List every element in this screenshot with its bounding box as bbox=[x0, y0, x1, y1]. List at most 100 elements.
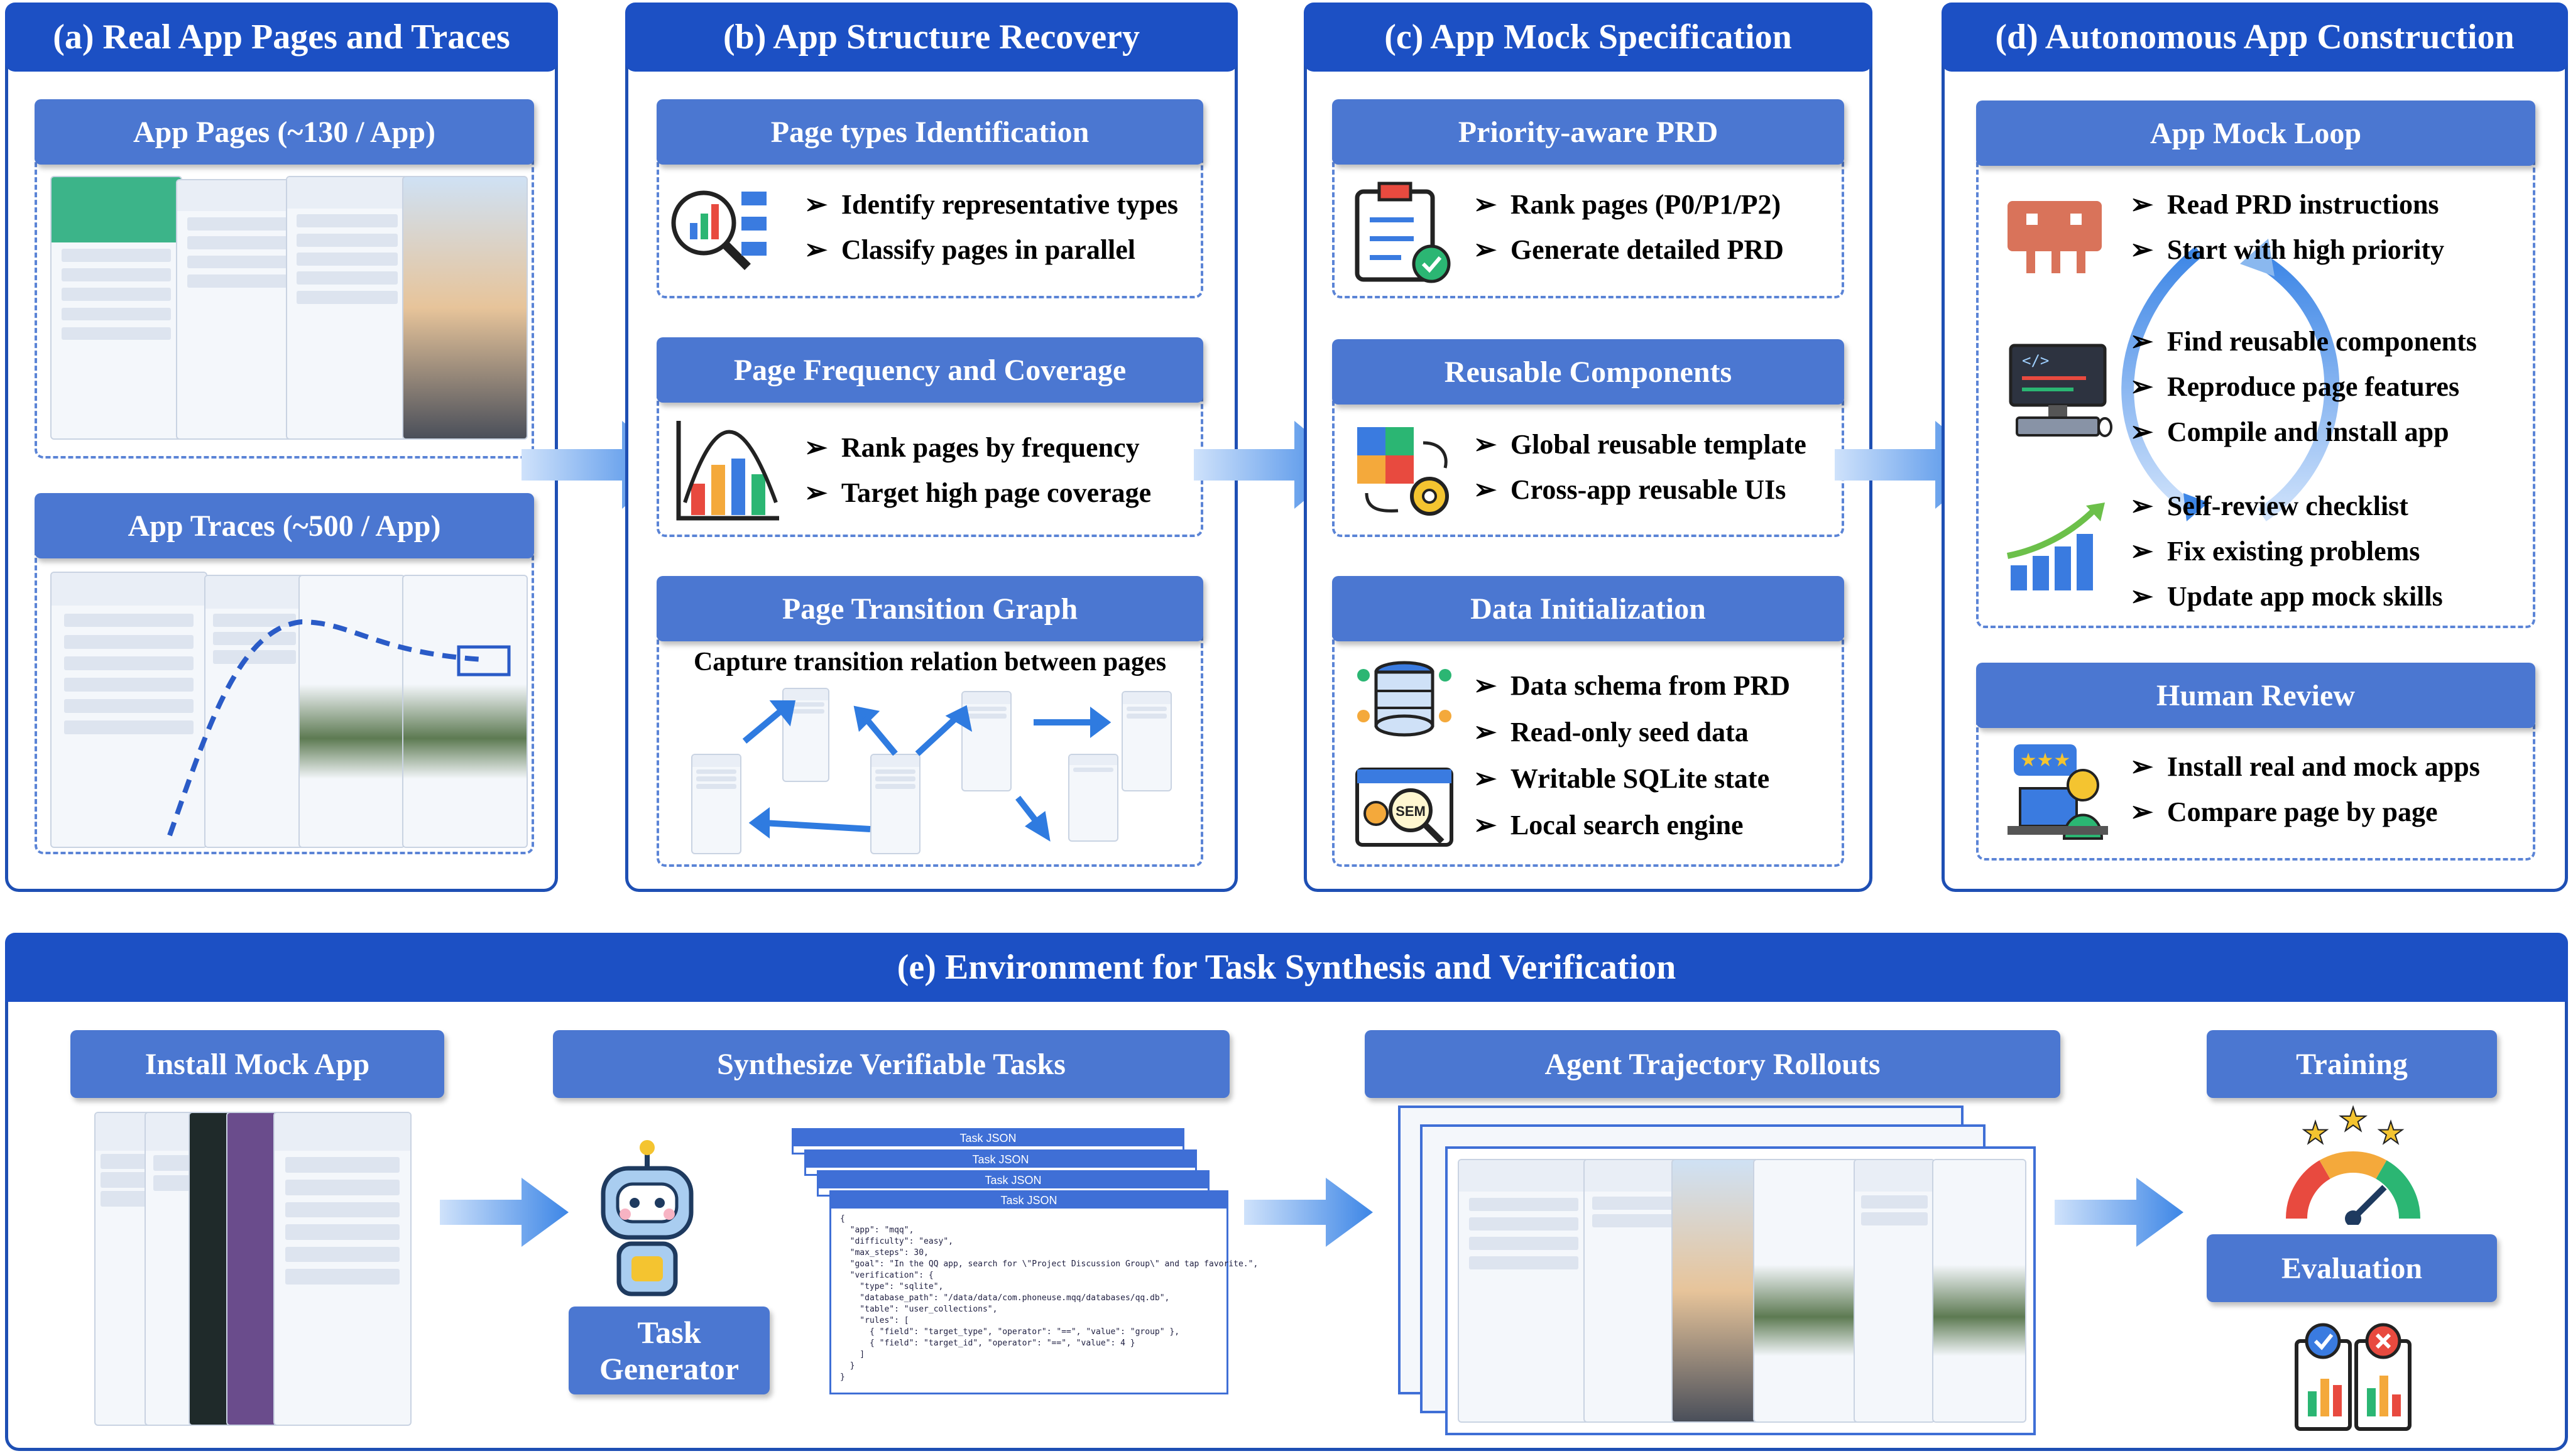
database-icon bbox=[1357, 661, 1451, 737]
trace-path bbox=[167, 619, 511, 837]
seo-search-icon: SEM bbox=[1355, 768, 1453, 847]
evaluation-label: Evaluation bbox=[2207, 1234, 2497, 1302]
svg-text:★: ★ bbox=[2377, 1117, 2404, 1150]
bullet-item: Data schema from PRD bbox=[1473, 663, 1790, 709]
evaluation-report-icon bbox=[2295, 1323, 2412, 1431]
prd-label: Priority-aware PRD bbox=[1332, 99, 1844, 165]
bullet-item: Read-only seed data bbox=[1473, 709, 1790, 756]
bullet-item: Update app mock skills bbox=[2130, 574, 2443, 619]
task-json-code: { "app": "mqq", "difficulty": "easy", "m… bbox=[840, 1214, 1259, 1382]
bullet-item: Global reusable template bbox=[1473, 422, 1806, 467]
graph-label: Page Transition Graph bbox=[657, 576, 1203, 641]
screenshot bbox=[1122, 691, 1172, 791]
graph-caption: Capture transition relation between page… bbox=[693, 648, 1167, 676]
panel-e-title: (e) Environment for Task Synthesis and V… bbox=[5, 933, 2568, 1002]
app-pages-label: App Pages (~130 / App) bbox=[35, 99, 534, 165]
clipboard-checklist-icon bbox=[1355, 182, 1451, 283]
bullet-item: Local search engine bbox=[1473, 802, 1790, 849]
svg-text:★: ★ bbox=[2339, 1102, 2368, 1138]
screenshot bbox=[286, 176, 408, 440]
human-review-bullets: Install real and mock apps Compare page … bbox=[2130, 744, 2480, 835]
panel-c-title: (c) App Mock Specification bbox=[1304, 3, 1872, 72]
bullet-item: Install real and mock apps bbox=[2130, 744, 2480, 790]
screenshot bbox=[1854, 1159, 1935, 1423]
screenshot bbox=[1458, 1159, 1590, 1423]
json-header: Task JSON bbox=[806, 1151, 1195, 1168]
bullet-item: Self-review checklist bbox=[2130, 484, 2443, 529]
components-bullets: Global reusable template Cross-app reusa… bbox=[1473, 422, 1806, 513]
bullet-item: Generate detailed PRD bbox=[1473, 227, 1784, 273]
frequency-bullets: Rank pages by frequency Target high page… bbox=[804, 425, 1151, 516]
bullet-item: Find reusable components bbox=[2130, 319, 2477, 364]
svg-text:★★★: ★★★ bbox=[2020, 750, 2071, 771]
screenshot bbox=[402, 176, 528, 440]
task-generator-label: Task Generator bbox=[569, 1307, 770, 1394]
screenshot bbox=[782, 688, 829, 782]
robot-icon bbox=[601, 1140, 694, 1296]
bullet-item: Rank pages by frequency bbox=[804, 425, 1151, 470]
bullet-item: Reproduce page features bbox=[2130, 364, 2477, 410]
svg-text:SEM: SEM bbox=[1396, 803, 1426, 819]
prd-bullets: Rank pages (P0/P1/P2) Generate detailed … bbox=[1473, 182, 1784, 273]
flow-arrow bbox=[440, 1178, 569, 1247]
flow-arrow bbox=[1244, 1178, 1373, 1247]
screenshot bbox=[1932, 1159, 2026, 1423]
loop-bullets-3: Self-review checklist Fix existing probl… bbox=[2130, 484, 2443, 619]
loop-bullets-1: Read PRD instructions Start with high pr… bbox=[2130, 182, 2444, 273]
json-header: Task JSON bbox=[831, 1192, 1226, 1209]
training-label: Training bbox=[2207, 1030, 2497, 1098]
bar-chart-icon bbox=[676, 421, 779, 521]
bullet-item: Compare page by page bbox=[2130, 790, 2480, 835]
bullet-item: Start with high priority bbox=[2130, 227, 2444, 273]
svg-text:</>: </> bbox=[2022, 352, 2049, 369]
install-label: Install Mock App bbox=[70, 1030, 444, 1098]
bullet-item: Rank pages (P0/P1/P2) bbox=[1473, 182, 1784, 227]
app-traces-label: App Traces (~500 / App) bbox=[35, 493, 534, 558]
screenshot bbox=[1583, 1159, 1684, 1423]
growth-chart-icon bbox=[2007, 503, 2105, 590]
bullet-item: Target high page coverage bbox=[804, 470, 1151, 516]
analytics-search-icon bbox=[671, 190, 767, 270]
page-types-bullets: Identify representative types Classify p… bbox=[804, 182, 1178, 273]
reviewer-icon: ★★★ bbox=[2008, 744, 2108, 840]
screenshot bbox=[870, 754, 920, 854]
screenshot bbox=[691, 754, 741, 854]
synthesize-label: Synthesize Verifiable Tasks bbox=[553, 1030, 1230, 1098]
screenshot bbox=[1671, 1159, 1759, 1423]
screenshot bbox=[176, 179, 302, 440]
bullet-item: Writable SQLite state bbox=[1473, 756, 1790, 802]
screenshot bbox=[1068, 754, 1118, 842]
rollouts-label: Agent Trajectory Rollouts bbox=[1365, 1030, 2060, 1098]
bullet-item: Identify representative types bbox=[804, 182, 1178, 227]
screenshot bbox=[961, 691, 1012, 791]
panel-d-title: (d) Autonomous App Construction bbox=[1942, 3, 2568, 72]
bullet-item: Cross-app reusable UIs bbox=[1473, 467, 1806, 513]
screenshot bbox=[1753, 1159, 1860, 1423]
bullet-item: Compile and install app bbox=[2130, 410, 2477, 455]
human-review-label: Human Review bbox=[1976, 663, 2535, 728]
gauge-stars-icon: ★ ★ ★ bbox=[2285, 1102, 2421, 1225]
frequency-label: Page Frequency and Coverage bbox=[657, 337, 1203, 403]
bullet-item: Classify pages in parallel bbox=[804, 227, 1178, 273]
page-types-label: Page types Identification bbox=[657, 99, 1203, 165]
panel-b-title: (b) App Structure Recovery bbox=[625, 3, 1238, 72]
chip-icon bbox=[2008, 201, 2102, 273]
json-header: Task JSON bbox=[794, 1130, 1183, 1146]
screenshot bbox=[50, 176, 182, 440]
loop-bullets-2: Find reusable components Reproduce page … bbox=[2130, 319, 2477, 455]
panel-a-title: (a) Real App Pages and Traces bbox=[5, 3, 558, 72]
mock-loop-label: App Mock Loop bbox=[1976, 101, 2535, 166]
screenshot bbox=[402, 575, 528, 848]
data-init-label: Data Initialization bbox=[1332, 576, 1844, 641]
task-json-card: Task JSON { "app": "mqq", "difficulty": "… bbox=[829, 1190, 1259, 1394]
puzzle-gear-icon bbox=[1357, 427, 1449, 516]
transition-arrows bbox=[742, 700, 1112, 842]
bullet-item: Read PRD instructions bbox=[2130, 182, 2444, 227]
data-init-bullets: Data schema from PRD Read-only seed data… bbox=[1473, 663, 1790, 849]
flow-arrow bbox=[2055, 1178, 2183, 1247]
json-header: Task JSON bbox=[819, 1172, 1208, 1188]
svg-text:★: ★ bbox=[2302, 1117, 2329, 1150]
code-computer-icon: </> bbox=[2009, 344, 2112, 437]
bullet-item: Fix existing problems bbox=[2130, 529, 2443, 574]
screenshot bbox=[204, 575, 305, 848]
